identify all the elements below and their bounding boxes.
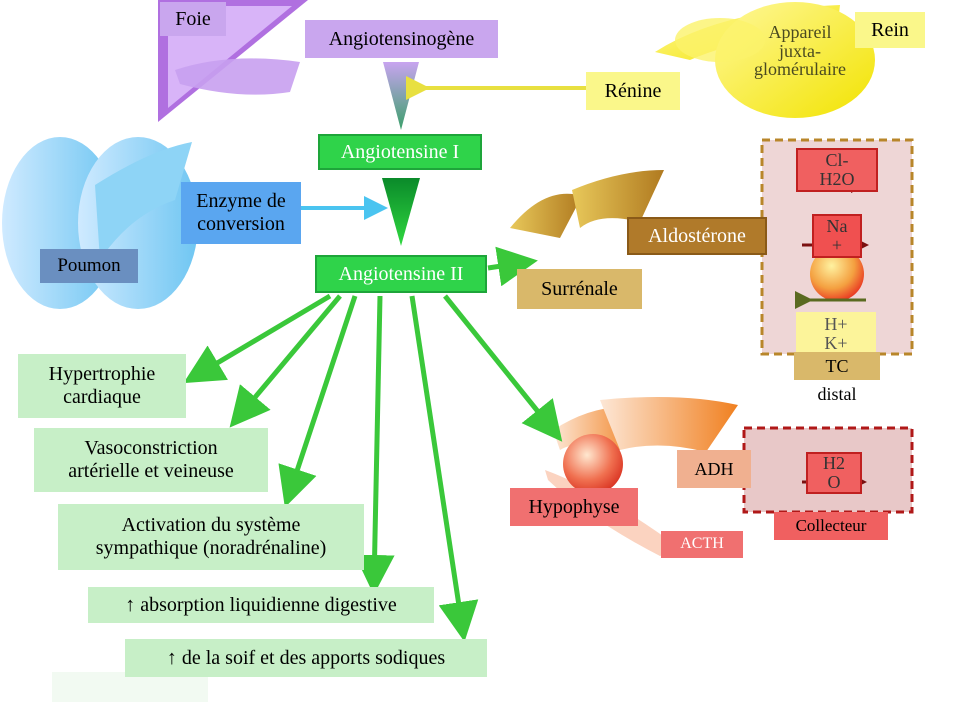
arrow-to-adrenal: [487, 246, 538, 287]
arrow-to-hypophysis: [443, 294, 563, 442]
angiotensin-1-box: Angiotensine I: [318, 134, 482, 170]
aldosterone-box: Aldostérone: [627, 217, 767, 255]
tc-label: TC: [794, 352, 880, 380]
enzyme-conversion-box: Enzyme de conversion: [181, 182, 301, 244]
footer-smudge: [52, 672, 208, 702]
renin-box: Rénine: [586, 72, 680, 110]
arrow-to-absorption: [354, 295, 395, 595]
liver-label: Foie: [160, 2, 226, 36]
na-pump-icon: [810, 247, 864, 301]
h2o-collecteur-label: H2 O: [806, 452, 862, 494]
na-label: Na +: [812, 214, 862, 258]
adrenal-shape: [510, 170, 664, 238]
effect-sympathetic: Activation du système sympathique (norad…: [58, 504, 364, 570]
angiotensinogen-box: Angiotensinogène: [305, 20, 498, 58]
effect-hypertrophy: Hypertrophie cardiaque: [18, 354, 186, 418]
hypophysis-label: Hypophyse: [510, 488, 638, 526]
cl-h2o-label: Cl- H2O: [796, 148, 878, 192]
kidney-label: Rein: [855, 12, 925, 48]
distal-label: distal: [817, 383, 857, 404]
cascade-triangle-2: [382, 178, 420, 246]
angiotensin-2-box: Angiotensine II: [315, 255, 487, 293]
effect-thirst: ↑ de la soif et des apports sodiques: [125, 639, 487, 677]
effect-absorption: ↑ absorption liquidienne digestive: [88, 587, 434, 623]
kidney-shape: [655, 2, 875, 118]
adh-box: ADH: [677, 450, 751, 488]
arrow-to-sympathetic: [278, 295, 358, 508]
collecteur-label: Collecteur: [774, 512, 888, 540]
adrenal-label: Surrénale: [517, 269, 642, 309]
angiotensin-arrows: [183, 246, 563, 642]
cascade-triangle-1: [383, 62, 419, 130]
h-k-label: H+ K+: [796, 312, 876, 356]
acth-box: ACTH: [661, 531, 743, 558]
effect-vasoconstriction: Vasoconstriction artérielle et veineuse: [34, 428, 268, 492]
arrow-to-hypertrophy: [183, 293, 332, 384]
arrow-to-thirst: [409, 295, 479, 642]
arrow-to-vasoconstriction: [229, 294, 342, 428]
lung-shape: [2, 137, 198, 309]
lung-label: Poumon: [40, 249, 138, 283]
juxtaglomerular-label: Appareil juxta- glomérulaire: [754, 21, 846, 80]
